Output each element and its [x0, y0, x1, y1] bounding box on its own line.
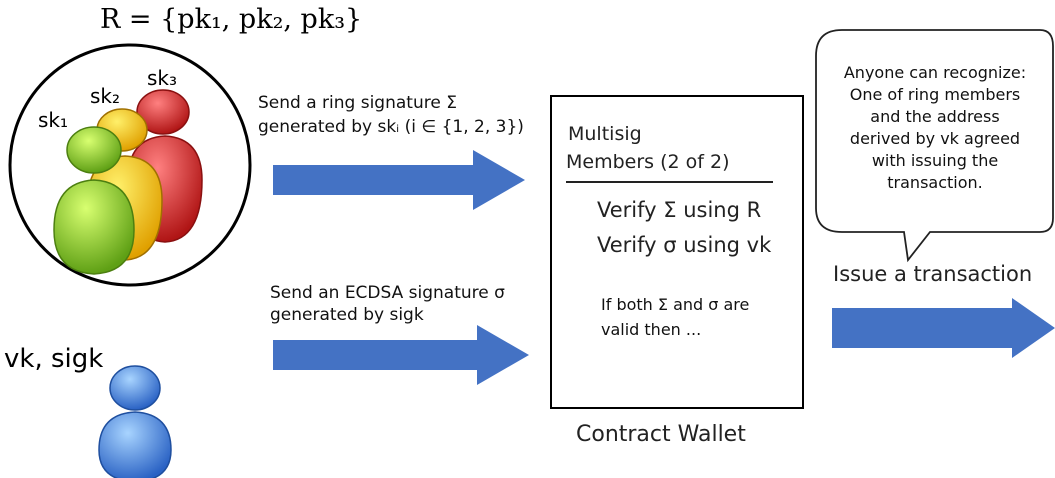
- ring-message-line2: generated by skᵢ (i ∈ {1, 2, 3}): [258, 117, 524, 137]
- wallet-header-divider: [566, 181, 773, 183]
- single-user-keys: vk, sigk: [4, 344, 104, 374]
- sk1-label: sk₁: [38, 108, 69, 132]
- bubble-line-1: Anyone can recognize:: [843, 63, 1027, 82]
- speech-bubble: [815, 29, 1054, 263]
- wallet-condition-line2: valid then ...: [601, 320, 702, 339]
- bubble-line-2: One of ring members: [849, 85, 1021, 104]
- verify-ring-signature: Verify Σ using R: [597, 198, 762, 222]
- sk3-label: sk₃: [147, 66, 178, 90]
- blue-person-icon: [98, 365, 172, 478]
- ring-set-label: R = {pk₁, pk₂, pk₃}: [100, 4, 363, 35]
- bubble-line-5: with issuing the: [871, 151, 999, 170]
- sk2-label: sk₂: [90, 84, 121, 108]
- issue-transaction-arrow: [832, 298, 1055, 358]
- bubble-line-6: transaction.: [887, 173, 983, 192]
- ring-members-group: [8, 43, 252, 287]
- bubble-line-3: and the address: [870, 107, 1000, 126]
- ecdsa-message-line2: generated by sigk: [270, 305, 424, 325]
- ecdsa-signature-arrow: [273, 325, 529, 385]
- verify-ecdsa-signature: Verify σ using vk: [597, 233, 772, 257]
- issue-transaction-label: Issue a transaction: [833, 262, 1033, 286]
- wallet-condition-line1: If both Σ and σ are: [601, 295, 750, 314]
- contract-wallet-caption: Contract Wallet: [576, 422, 746, 447]
- ring-signature-arrow: [273, 150, 525, 210]
- contract-wallet-box: [550, 95, 804, 409]
- green-person-icon: [53, 126, 135, 275]
- wallet-header-line2: Members (2 of 2): [566, 151, 730, 173]
- ring-message-line1: Send a ring signature Σ: [258, 93, 457, 113]
- ecdsa-message-line1: Send an ECDSA signature σ: [270, 283, 505, 303]
- wallet-header-line1: Multisig: [568, 123, 642, 145]
- bubble-line-4: derived by vk agreed: [849, 129, 1021, 148]
